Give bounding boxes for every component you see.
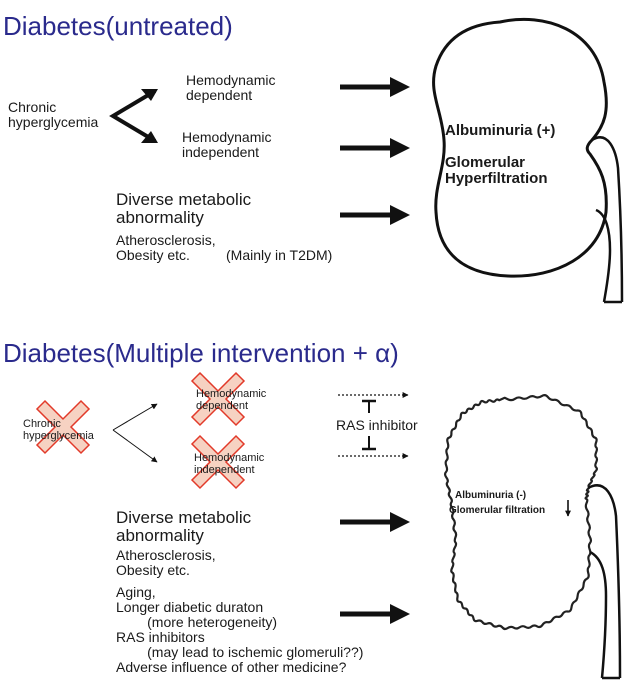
- cross-hemo-indep: [190, 434, 246, 490]
- bottom-dotted-arrows: [338, 392, 409, 459]
- bottom-right-arrows: [340, 512, 410, 624]
- bottom-diverse-label: Diverse metabolic abnormality: [116, 508, 252, 545]
- top-kidney: [432, 17, 624, 304]
- top-title: Diabetes(untreated): [3, 11, 233, 41]
- ras-inhibitor-label: RAS inhibitor: [336, 417, 418, 433]
- top-hyperfiltration-label: Glomerular Hyperfiltration: [445, 154, 548, 187]
- top-right-arrows: [340, 77, 410, 225]
- top-athero-label: Atherosclerosis, Obesity etc.: [116, 232, 216, 263]
- bottom-cross-marks: [35, 371, 246, 490]
- bottom-chronic-label: Chronic hyperglycemia: [23, 418, 94, 442]
- bottom-hemo-indep-label: Hemodynamic independent: [194, 452, 265, 476]
- bottom-branch-arrows: [112, 403, 158, 463]
- bottom-gfr-label: Glomerular filtration: [449, 505, 546, 516]
- bottom-athero-label: Atherosclerosis, Obesity etc.: [116, 547, 216, 578]
- bottom-aging-label: Aging, Longer diabetic duraton (more het…: [116, 584, 364, 675]
- cross-chronic: [35, 399, 91, 455]
- bottom-hemo-dep-label: Hemodynamic dependent: [196, 388, 267, 412]
- top-chronic-label: Chronic hyperglycemia: [8, 99, 99, 130]
- cross-hemo-dep: [190, 371, 246, 427]
- top-branch-arrowhead-up: [141, 89, 158, 101]
- top-hemo-dep-label: Hemodynamic dependent: [186, 72, 276, 103]
- top-diverse-label: Diverse metabolic abnormality: [116, 190, 252, 227]
- bottom-kidney: [443, 394, 622, 680]
- top-albuminuria-label: Albuminuria (+): [445, 122, 556, 139]
- bottom-albuminuria-label: Albuminuria (-): [455, 490, 527, 501]
- top-hemo-indep-label: Hemodynamic independent: [182, 129, 272, 160]
- top-mainly-label: (Mainly in T2DM): [226, 247, 333, 263]
- top-branch-arrows: [109, 89, 158, 143]
- top-branch-arrowhead-down: [141, 131, 158, 143]
- bottom-title: Diabetes(Multiple intervention + α): [3, 338, 399, 368]
